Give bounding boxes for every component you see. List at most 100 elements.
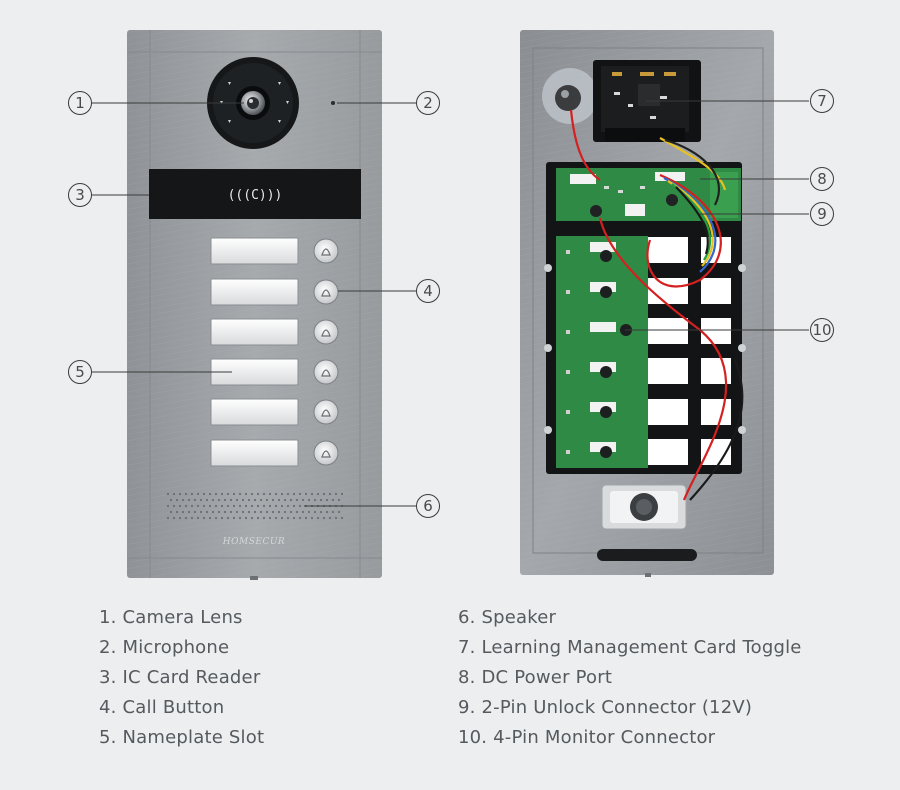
grille-hole [325, 510, 329, 514]
grille-hole [313, 498, 317, 502]
grille-hole [310, 516, 314, 520]
grille-hole [172, 516, 176, 520]
grille-hole [274, 504, 278, 508]
nameplate-slot [210, 398, 299, 426]
grille-hole [169, 498, 173, 502]
grille-hole [256, 504, 260, 508]
grille-hole [262, 492, 266, 496]
grille-hole [214, 516, 218, 520]
grille-hole [178, 516, 182, 520]
grille-hole [211, 510, 215, 514]
callout-badge-8: 8 [810, 167, 834, 191]
grille-hole [304, 516, 308, 520]
camera-lens [207, 57, 299, 149]
grille-hole [169, 510, 173, 514]
grille-hole [271, 498, 275, 502]
grille-hole [202, 492, 206, 496]
grille-hole [292, 516, 296, 520]
svg-text:5: 5 [75, 363, 85, 381]
grille-hole [256, 492, 260, 496]
grille-hole [277, 510, 281, 514]
grille-hole [313, 510, 317, 514]
grille-hole [307, 498, 311, 502]
grille-hole [334, 516, 338, 520]
legend-item-call-button: 4. Call Button [99, 697, 225, 718]
nameplate-slot [210, 439, 299, 467]
legend-item-card-toggle: 7. Learning Management Card Toggle [458, 637, 802, 658]
legend: 1. Camera Lens 2. Microphone 3. IC Card … [0, 600, 900, 790]
grille-hole [304, 492, 308, 496]
grille-hole [232, 516, 236, 520]
svg-text:9: 9 [817, 205, 827, 223]
grille-hole [193, 498, 197, 502]
callout-badge-7: 7 [810, 89, 834, 113]
nameplate-slot [210, 318, 299, 346]
grille-hole [205, 498, 209, 502]
grille-hole [178, 492, 182, 496]
grille-hole [211, 498, 215, 502]
grille-hole [259, 498, 263, 502]
grille-hole [319, 510, 323, 514]
grille-hole [280, 492, 284, 496]
grille-hole [271, 510, 275, 514]
grille-hole [181, 498, 185, 502]
grille-hole [268, 504, 272, 508]
call-buttons [313, 238, 339, 466]
grille-hole [202, 504, 206, 508]
callout-badge-10: 10 [810, 318, 834, 342]
grille-hole [328, 516, 332, 520]
ic-card-reader: (((C))) [149, 169, 361, 219]
grille-hole [316, 516, 320, 520]
svg-text:1: 1 [75, 94, 85, 112]
grille-hole [274, 492, 278, 496]
grille-hole [172, 504, 176, 508]
grille-hole [196, 516, 200, 520]
grille-hole [238, 516, 242, 520]
grille-hole [274, 516, 278, 520]
grille-hole [256, 516, 260, 520]
grille-hole [298, 504, 302, 508]
call-button-4 [313, 359, 339, 385]
grille-hole [226, 504, 230, 508]
grille-hole [310, 492, 314, 496]
grille-hole [187, 510, 191, 514]
microphone-hole [331, 101, 335, 105]
grille-hole [223, 498, 227, 502]
front-panel: (((C))) HOMSECUR [127, 30, 382, 580]
grille-hole [298, 492, 302, 496]
grille-hole [292, 492, 296, 496]
callout-badge-9: 9 [810, 202, 834, 226]
grille-hole [199, 498, 203, 502]
grille-hole [208, 504, 212, 508]
grille-hole [280, 516, 284, 520]
grille-hole [220, 516, 224, 520]
grille-hole [340, 516, 344, 520]
call-button-3 [313, 319, 339, 345]
grille-hole [331, 498, 335, 502]
svg-text:10: 10 [812, 321, 831, 339]
grille-hole [250, 516, 254, 520]
grille-hole [232, 504, 236, 508]
grille-hole [250, 492, 254, 496]
legend-item-nameplate-slot: 5. Nameplate Slot [99, 727, 265, 748]
grille-hole [301, 498, 305, 502]
speaker-grille [166, 492, 344, 520]
grille-hole [289, 498, 293, 502]
grille-hole [178, 504, 182, 508]
grille-hole [205, 510, 209, 514]
callout-lines [92, 100, 809, 507]
grille-hole [217, 498, 221, 502]
grille-hole [235, 498, 239, 502]
grille-hole [322, 516, 326, 520]
grille-hole [268, 516, 272, 520]
grille-hole [217, 510, 221, 514]
grille-hole [316, 492, 320, 496]
grille-hole [322, 492, 326, 496]
legend-item-ic-card-reader: 3. IC Card Reader [99, 667, 261, 688]
callout-badge-5: 5 [68, 360, 92, 384]
grille-hole [208, 516, 212, 520]
brand-logo: HOMSECUR [222, 537, 285, 547]
grille-hole [298, 516, 302, 520]
callout-badge-2: 2 [416, 91, 440, 115]
grille-hole [334, 492, 338, 496]
